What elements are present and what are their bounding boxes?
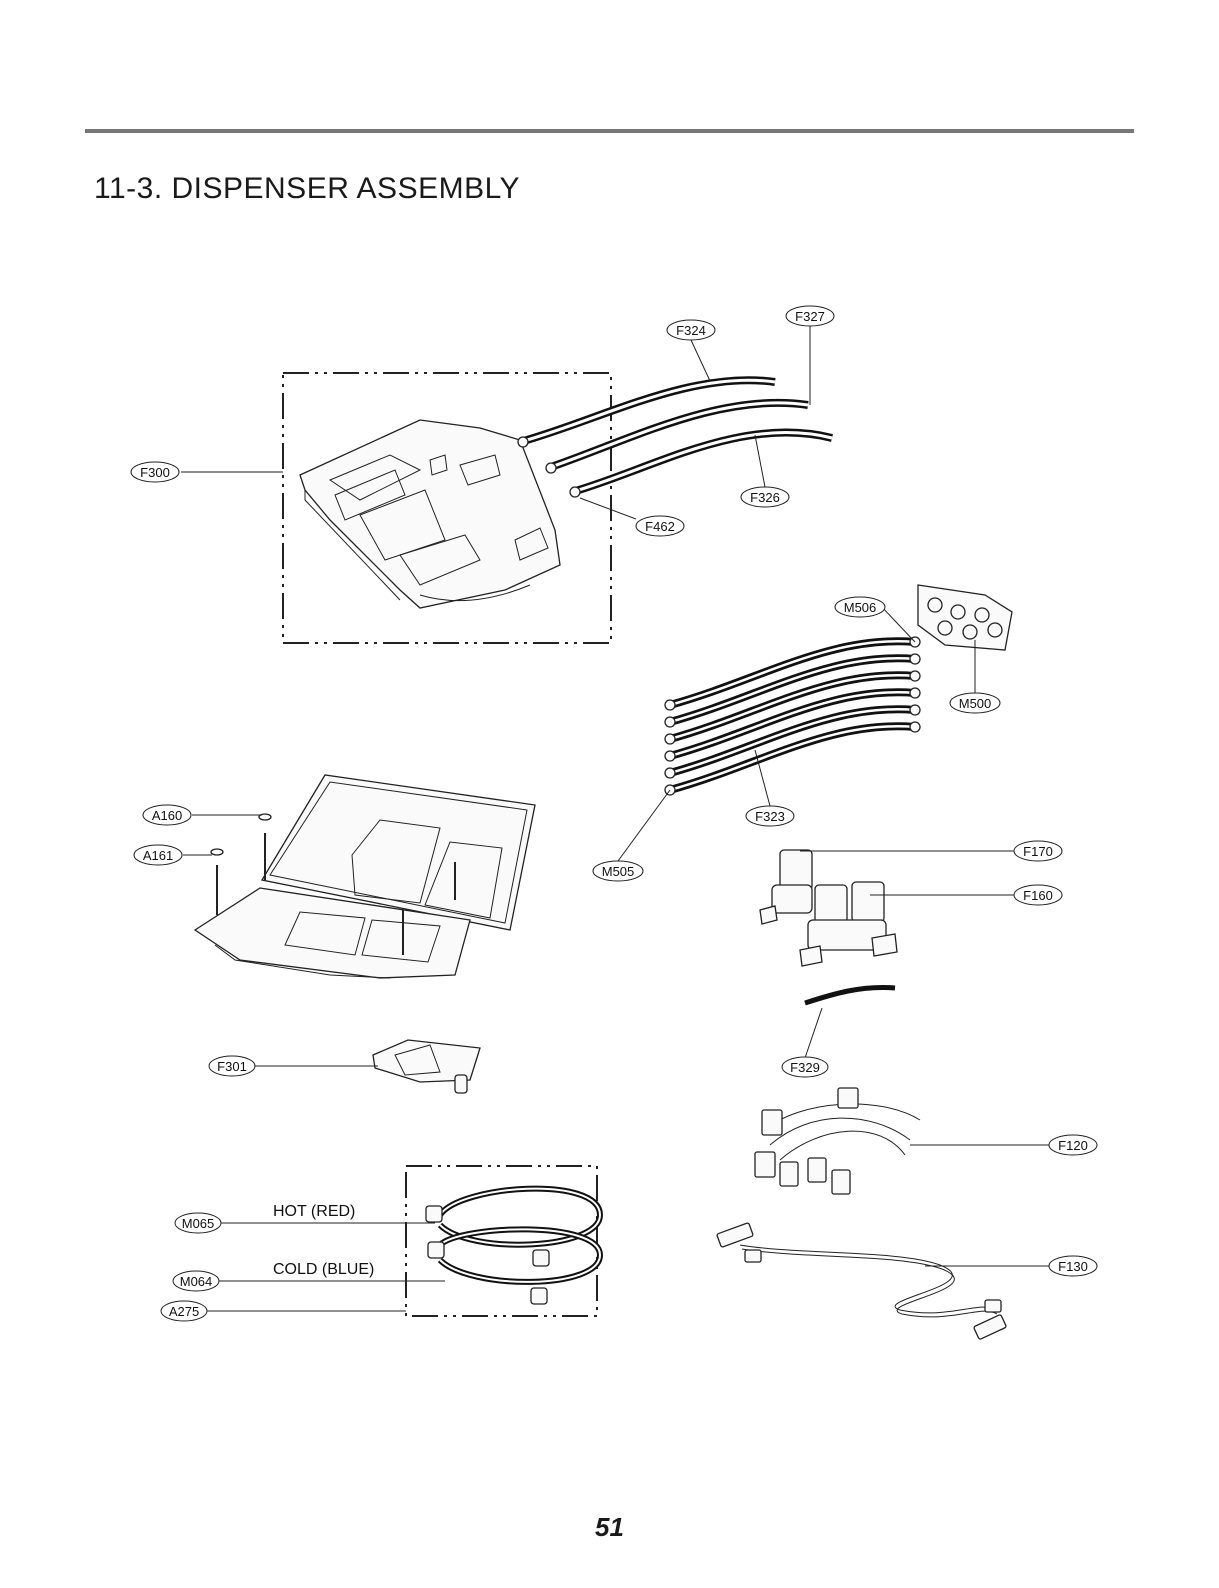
callout-a160: A160: [142, 804, 192, 826]
water-valve-f160-part: [799, 881, 898, 967]
page-number: 51: [595, 1512, 624, 1542]
hose-f329-part: [804, 984, 896, 1006]
callout-f120: F120: [1048, 1134, 1098, 1156]
hose-bundle-f323-part: [668, 637, 916, 794]
hose-f327-part: [546, 398, 809, 472]
callout-f300: F300: [130, 461, 180, 483]
callout-f327: F327: [785, 305, 835, 327]
wire-harness-f120-part: [754, 1087, 921, 1195]
svg-text:F301: F301: [217, 1059, 247, 1074]
callout-f301: F301: [208, 1055, 256, 1077]
svg-text:A161: A161: [143, 848, 173, 863]
callout-f329: F329: [781, 1056, 829, 1078]
callout-a161: A161: [133, 844, 183, 866]
svg-text:A275: A275: [169, 1304, 199, 1319]
svg-text:A160: A160: [152, 808, 182, 823]
svg-text:M506: M506: [844, 600, 877, 615]
callout-f323: F323: [745, 805, 795, 827]
callout-m500: M500: [949, 692, 1001, 714]
hose-clamp-m505-part: [664, 699, 676, 796]
hose-f324-part: [518, 376, 776, 446]
svg-text:F300: F300: [140, 465, 170, 480]
callout-m065: M065: [174, 1212, 222, 1234]
svg-text:F327: F327: [795, 309, 825, 324]
manifold-m500-part: [917, 584, 1013, 651]
page-title: 11-3. DISPENSER ASSEMBLY: [94, 172, 521, 205]
svg-text:F326: F326: [750, 490, 780, 505]
wire-harness-f130-part: [716, 1222, 1007, 1340]
leader-lines: [181, 324, 1050, 1312]
note-hot-red: HOT (RED): [273, 1203, 355, 1220]
callout-m064: M064: [172, 1270, 220, 1292]
svg-text:M505: M505: [602, 864, 635, 879]
hose-clamp-m506-part: [909, 636, 921, 733]
svg-text:F324: F324: [676, 323, 706, 338]
note-cold-blue: COLD (BLUE): [273, 1261, 374, 1278]
hose-f326-part: [570, 428, 833, 496]
group-box-inlet-hoses: [405, 1165, 598, 1317]
svg-text:M064: M064: [180, 1274, 213, 1289]
water-valve-f170-part: [759, 849, 813, 925]
inlet-hoses-part: [425, 1185, 604, 1305]
callout-f160: F160: [1013, 884, 1063, 906]
svg-text:F120: F120: [1058, 1138, 1088, 1153]
drain-cup-f301-part: [372, 1039, 481, 1094]
callout-a275: A275: [160, 1300, 208, 1322]
svg-text:M500: M500: [959, 696, 992, 711]
header-rule: [85, 129, 1134, 133]
callout-f170: F170: [1013, 840, 1063, 862]
callout-m505: M505: [592, 860, 644, 882]
svg-text:F160: F160: [1023, 888, 1053, 903]
callout-f462: F462: [635, 515, 685, 537]
screws-a161-part: [210, 813, 456, 955]
callout-m506: M506: [834, 596, 886, 618]
svg-text:F170: F170: [1023, 844, 1053, 859]
dispenser-cover-part: [260, 774, 536, 931]
callout-f324: F324: [666, 319, 716, 341]
callout-f326: F326: [740, 486, 790, 508]
dispenser-tray-part: [193, 887, 471, 979]
hose-clamp-f462-part: [517, 436, 581, 498]
svg-text:F130: F130: [1058, 1259, 1088, 1274]
svg-text:F323: F323: [755, 809, 785, 824]
dispenser-housing-part: [299, 419, 561, 609]
group-box-dispenser: [282, 372, 612, 644]
svg-text:M065: M065: [182, 1216, 215, 1231]
svg-text:F462: F462: [645, 519, 675, 534]
callout-f130: F130: [1048, 1255, 1098, 1277]
svg-text:F329: F329: [790, 1060, 820, 1075]
